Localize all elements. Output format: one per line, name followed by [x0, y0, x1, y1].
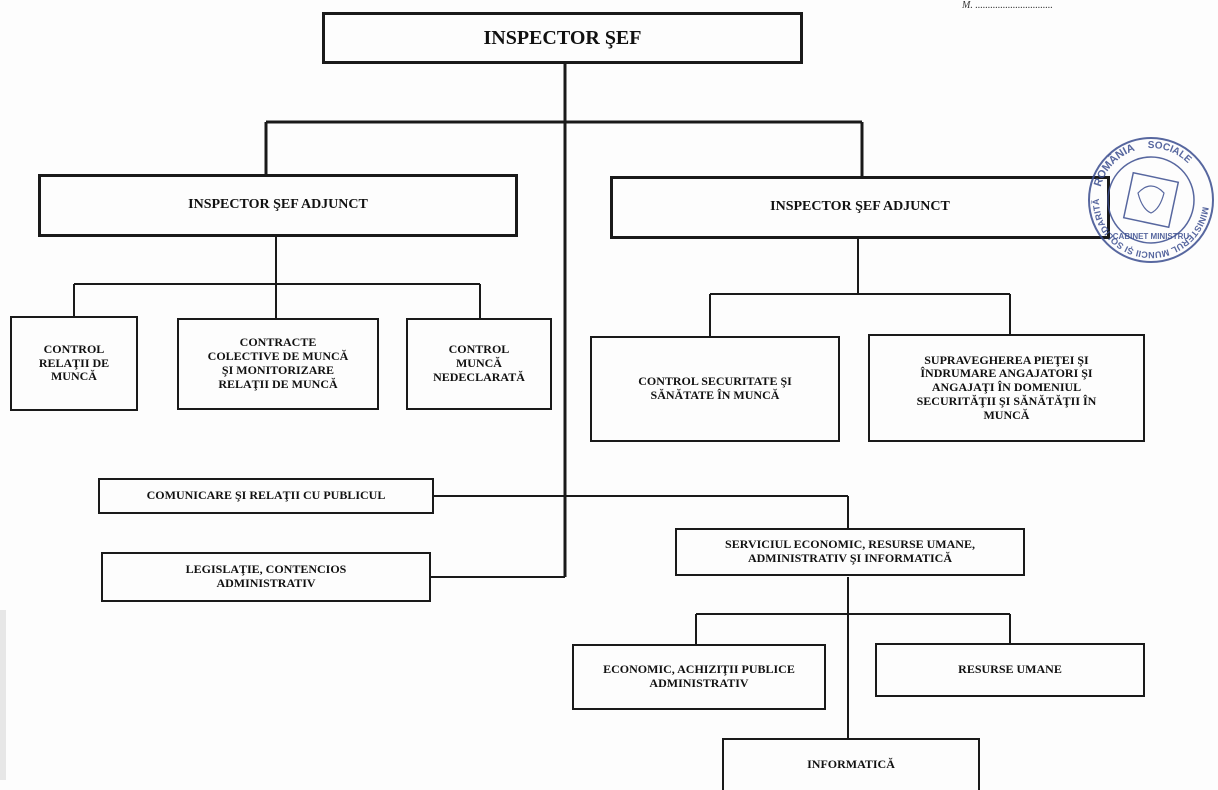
svg-text:ROMÂNIA: ROMÂNIA — [1092, 142, 1136, 188]
node-control-munca-nedeclarata: CONTROL MUNCĂ NEDECLARATĂ — [406, 318, 552, 410]
node-economic-achizitii: ECONOMIC, ACHIZIŢII PUBLICE ADMINISTRATI… — [572, 644, 826, 710]
node-inspector-sef-adjunct-left: INSPECTOR ŞEF ADJUNCT — [38, 174, 518, 237]
node-inspector-sef-adjunct-right: INSPECTOR ŞEF ADJUNCT — [610, 176, 1110, 239]
scan-artifact — [0, 610, 6, 780]
node-supravegherea-pietei: SUPRAVEGHEREA PIEŢEI ŞI ÎNDRUMARE ANGAJA… — [868, 334, 1145, 442]
node-control-relatii-de-munca: CONTROL RELAŢII DE MUNCĂ — [10, 316, 138, 411]
node-serviciul-economic: SERVICIUL ECONOMIC, RESURSE UMANE, ADMIN… — [675, 528, 1025, 576]
node-contracte-colective: CONTRACTE COLECTIVE DE MUNCĂ ŞI MONITORI… — [177, 318, 379, 410]
signature: M. ............................... — [962, 0, 1053, 11]
node-inspector-sef: INSPECTOR ŞEF — [322, 12, 803, 64]
svg-text:CABINET MINISTRU: CABINET MINISTRU — [1113, 232, 1190, 241]
node-comunicare-relatii-public: COMUNICARE ŞI RELAŢII CU PUBLICUL — [98, 478, 434, 514]
node-legislatie-contencios: LEGISLAŢIE, CONTENCIOS ADMINISTRATIV — [101, 552, 431, 602]
official-stamp: ROMÂNIA SOCIALE MINISTERUL MUNCII ȘI SOL… — [1086, 135, 1214, 263]
node-resurse-umane: RESURSE UMANE — [875, 643, 1145, 697]
node-informatica: INFORMATICĂ — [722, 738, 980, 790]
node-control-securitate: CONTROL SECURITATE ŞI SĂNĂTATE ÎN MUNCĂ — [590, 336, 840, 442]
